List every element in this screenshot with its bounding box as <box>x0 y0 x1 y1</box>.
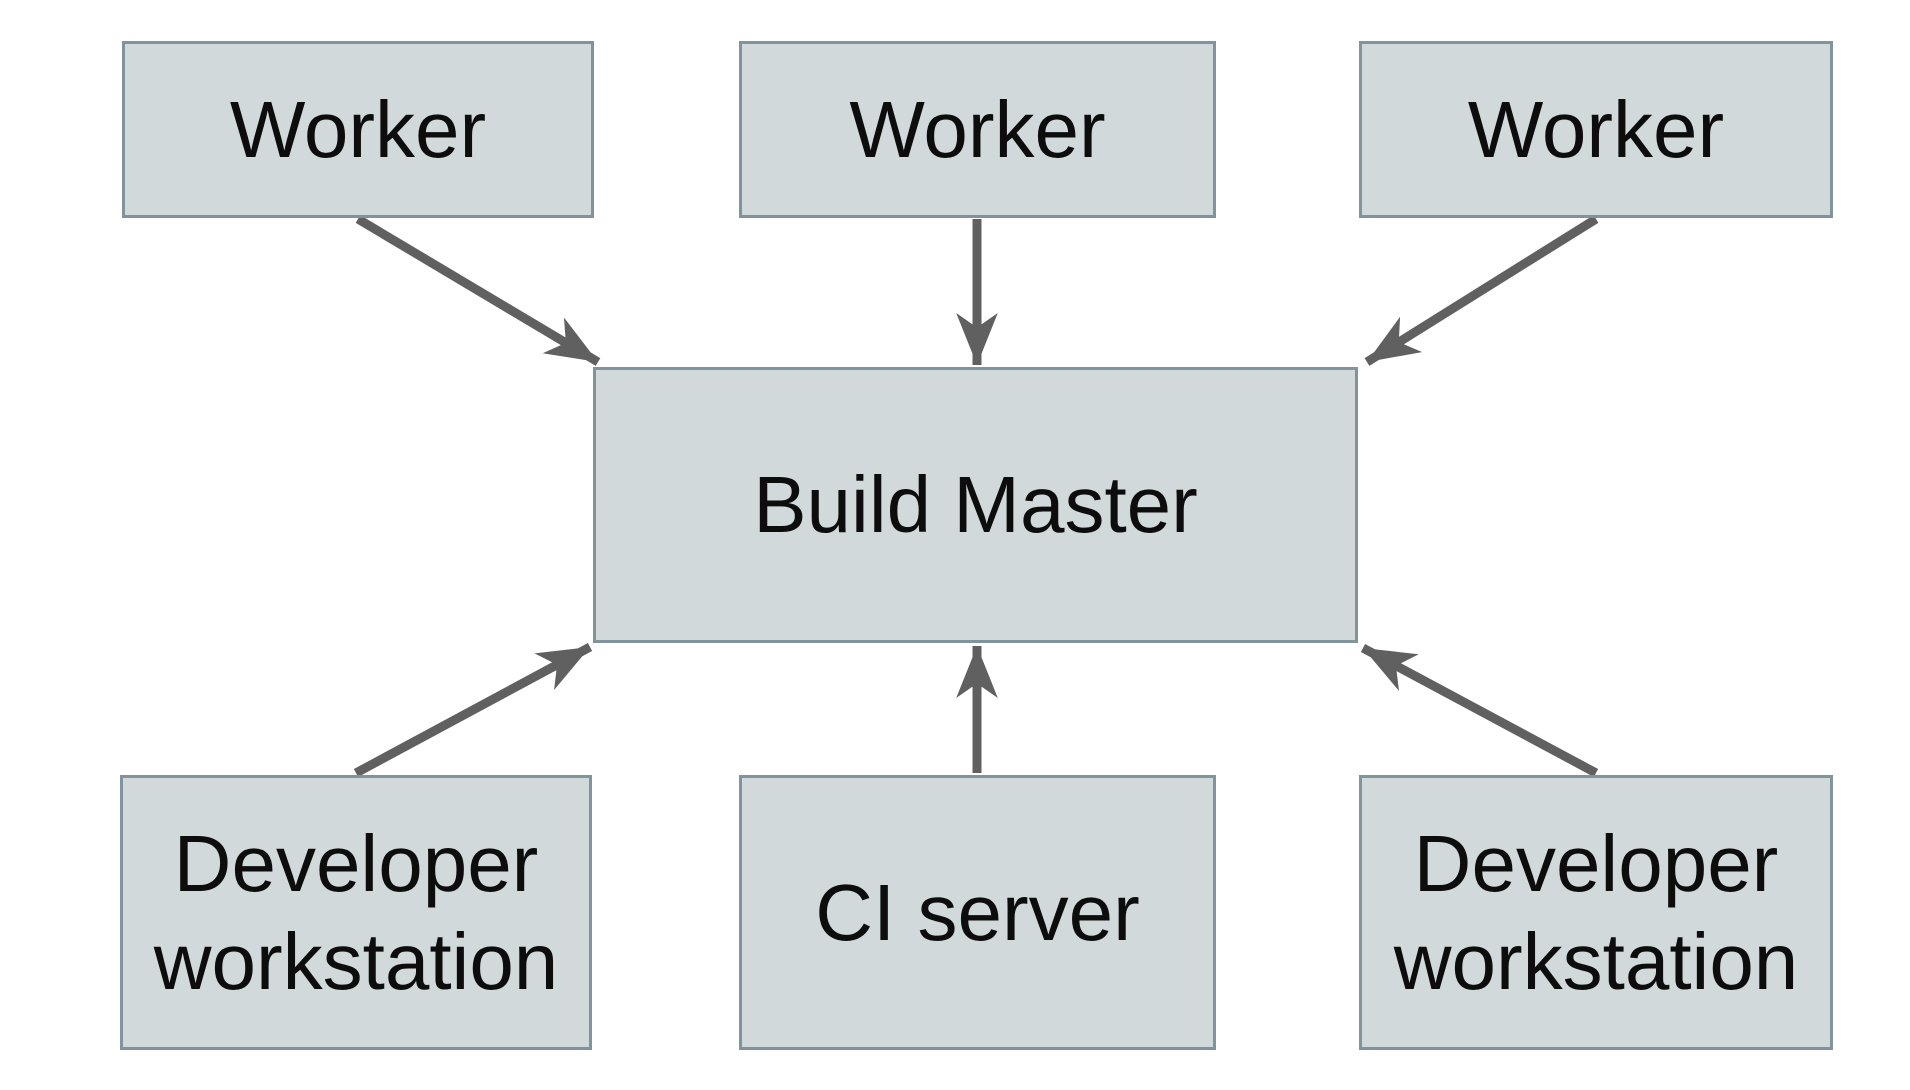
node-label: CI server <box>815 867 1140 957</box>
edge-dev-ws-left-to-build-master <box>353 643 593 777</box>
node-label: Worker <box>849 84 1106 174</box>
node-worker-right: Worker <box>1359 41 1833 218</box>
edge-worker-right-to-build-master <box>1364 215 1599 366</box>
node-label: Worker <box>229 84 487 174</box>
node-label: Developer workstation <box>153 818 559 1006</box>
node-worker-mid: Worker <box>739 41 1216 218</box>
node-dev-ws-right: Developer workstation <box>1359 775 1833 1050</box>
node-build-master: Build Master <box>593 367 1358 643</box>
node-label: Worker <box>1467 84 1725 174</box>
edge-worker-left-to-build-master <box>355 215 601 366</box>
edge-dev-ws-right-to-build-master <box>1360 644 1599 777</box>
node-label: Build Master <box>753 460 1198 550</box>
node-dev-ws-left: Developer workstation <box>120 775 592 1050</box>
node-worker-left: Worker <box>122 41 594 218</box>
node-ci-server: CI server <box>739 775 1216 1050</box>
node-label: Developer workstation <box>1393 818 1799 1006</box>
